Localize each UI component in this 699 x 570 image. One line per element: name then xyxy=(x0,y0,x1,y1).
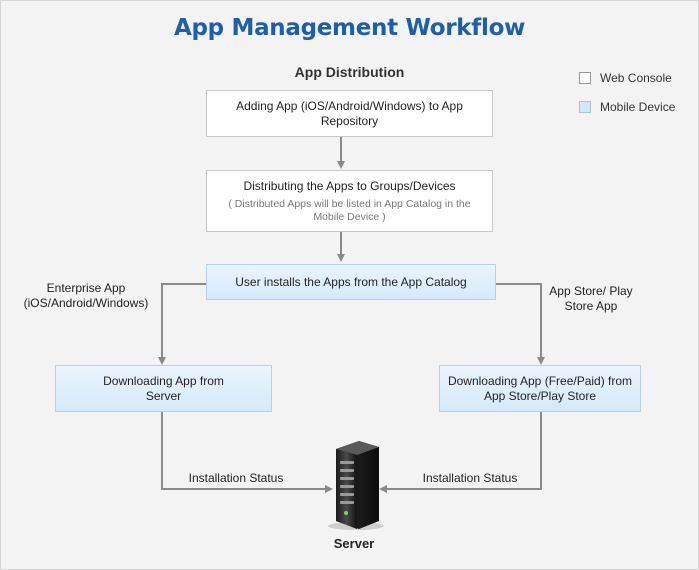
arrow-store-status xyxy=(379,412,542,493)
step-distributing-apps: Distributing the Apps to Groups/Devices … xyxy=(206,170,493,232)
legend-web-console: Web Console xyxy=(579,71,672,85)
legend-web-swatch xyxy=(579,72,591,84)
step-download-store-label: Downloading App (Free/Paid) from App Sto… xyxy=(447,373,633,403)
legend-web-label: Web Console xyxy=(600,71,672,85)
step-distributing-label: Distributing the Apps to Groups/Devices xyxy=(243,178,456,193)
legend-mobile-device: Mobile Device xyxy=(579,100,675,114)
server-label: Server xyxy=(333,536,375,551)
step-user-installs: User installs the Apps from the App Cata… xyxy=(206,264,496,300)
step-user-installs-label: User installs the Apps from the App Cata… xyxy=(235,274,467,289)
step-adding-app: Adding App (iOS/Android/Windows) to App … xyxy=(206,90,493,137)
step-distributing-note: ( Distributed Apps will be listed in App… xyxy=(228,197,471,223)
legend-mobile-label: Mobile Device xyxy=(600,100,676,114)
section-title: App Distribution xyxy=(294,64,405,80)
arrow-install-to-store-download xyxy=(496,283,545,365)
label-installation-status-right: Installation Status xyxy=(422,471,518,485)
diagram-title: App Management Workflow xyxy=(173,15,526,41)
label-enterprise-app: Enterprise App (iOS/Android/Windows) xyxy=(23,281,149,310)
step-download-from-server: Downloading App from Server xyxy=(55,365,272,412)
step-download-server-label: Downloading App from Server xyxy=(103,373,224,403)
arrow-install-to-server-download xyxy=(158,283,206,365)
label-installation-status-left: Installation Status xyxy=(188,471,284,485)
step-adding-app-label: Adding App (iOS/Android/Windows) to App … xyxy=(236,98,463,128)
legend-mobile-swatch xyxy=(579,101,591,113)
step-download-from-store: Downloading App (Free/Paid) from App Sto… xyxy=(439,365,641,412)
label-store-app: App Store/ Play Store App xyxy=(549,284,633,313)
arrow-server-status xyxy=(161,412,333,493)
